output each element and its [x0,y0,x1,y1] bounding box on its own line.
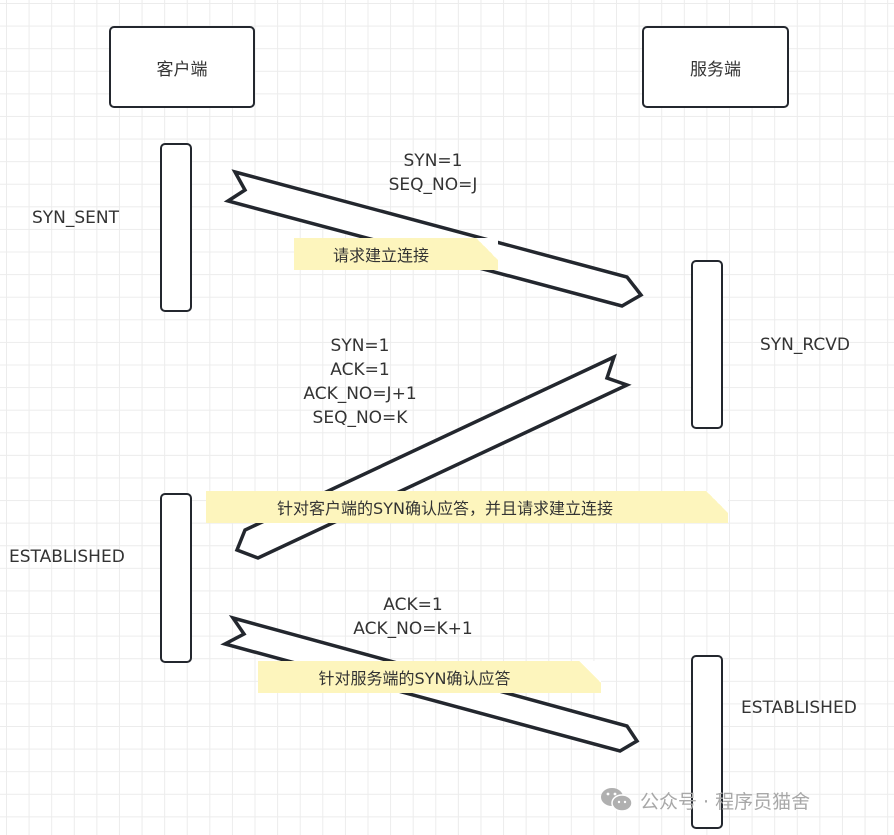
client-state-syn-sent: SYN_SENT [32,208,120,228]
client-activation-1 [160,143,192,312]
note-fold-icon [476,238,498,260]
message-1-fields: SYN=1 SEQ_NO=J [389,149,478,197]
watermark-text: 公众号 · 程序员猫舍 [640,790,811,813]
server-activation-1 [691,260,723,429]
client-label: 客户端 [156,59,208,80]
note-fold-icon [579,661,601,683]
message-3-fields: ACK=1 ACK_NO=K+1 [353,593,472,641]
syn-ack-arrow [234,353,632,560]
server-activation-2 [691,655,723,829]
note-text: 针对客户端的SYN确认应答，并且请求建立连接 [277,499,613,518]
message-field: SYN=1 [403,151,463,171]
client-activation-2 [160,493,192,663]
client-state-established: ESTABLISHED [9,547,125,567]
server-state-established: ESTABLISHED [741,698,857,718]
note-text: 针对服务端的SYN确认应答 [318,669,511,688]
message-2-fields: SYN=1 ACK=1 ACK_NO=J+1 SEQ_NO=K [303,334,416,430]
wechat-icon [601,788,633,812]
note-ack: 针对服务端的SYN确认应答 [258,661,601,693]
client-box: 客户端 [109,26,255,108]
note-syn-ack: 针对客户端的SYN确认应答，并且请求建立连接 [206,491,728,523]
message-field: ACK_NO=J+1 [303,384,417,404]
message-field: SYN=1 [330,336,390,356]
note-fold-icon [706,491,728,513]
note-text: 请求建立连接 [332,246,429,265]
message-field: ACK=1 [383,595,443,615]
message-field: SEQ_NO=J [388,175,478,195]
server-state-syn-rcvd: SYN_RCVD [760,335,850,355]
server-label: 服务端 [690,59,741,80]
message-field: ACK_NO=K+1 [353,619,473,639]
message-field: SEQ_NO=K [312,408,408,428]
message-field: ACK=1 [330,360,390,380]
server-box: 服务端 [642,26,789,108]
watermark: 公众号 · 程序员猫舍 [600,786,810,814]
note-request-connection: 请求建立连接 [294,238,498,270]
